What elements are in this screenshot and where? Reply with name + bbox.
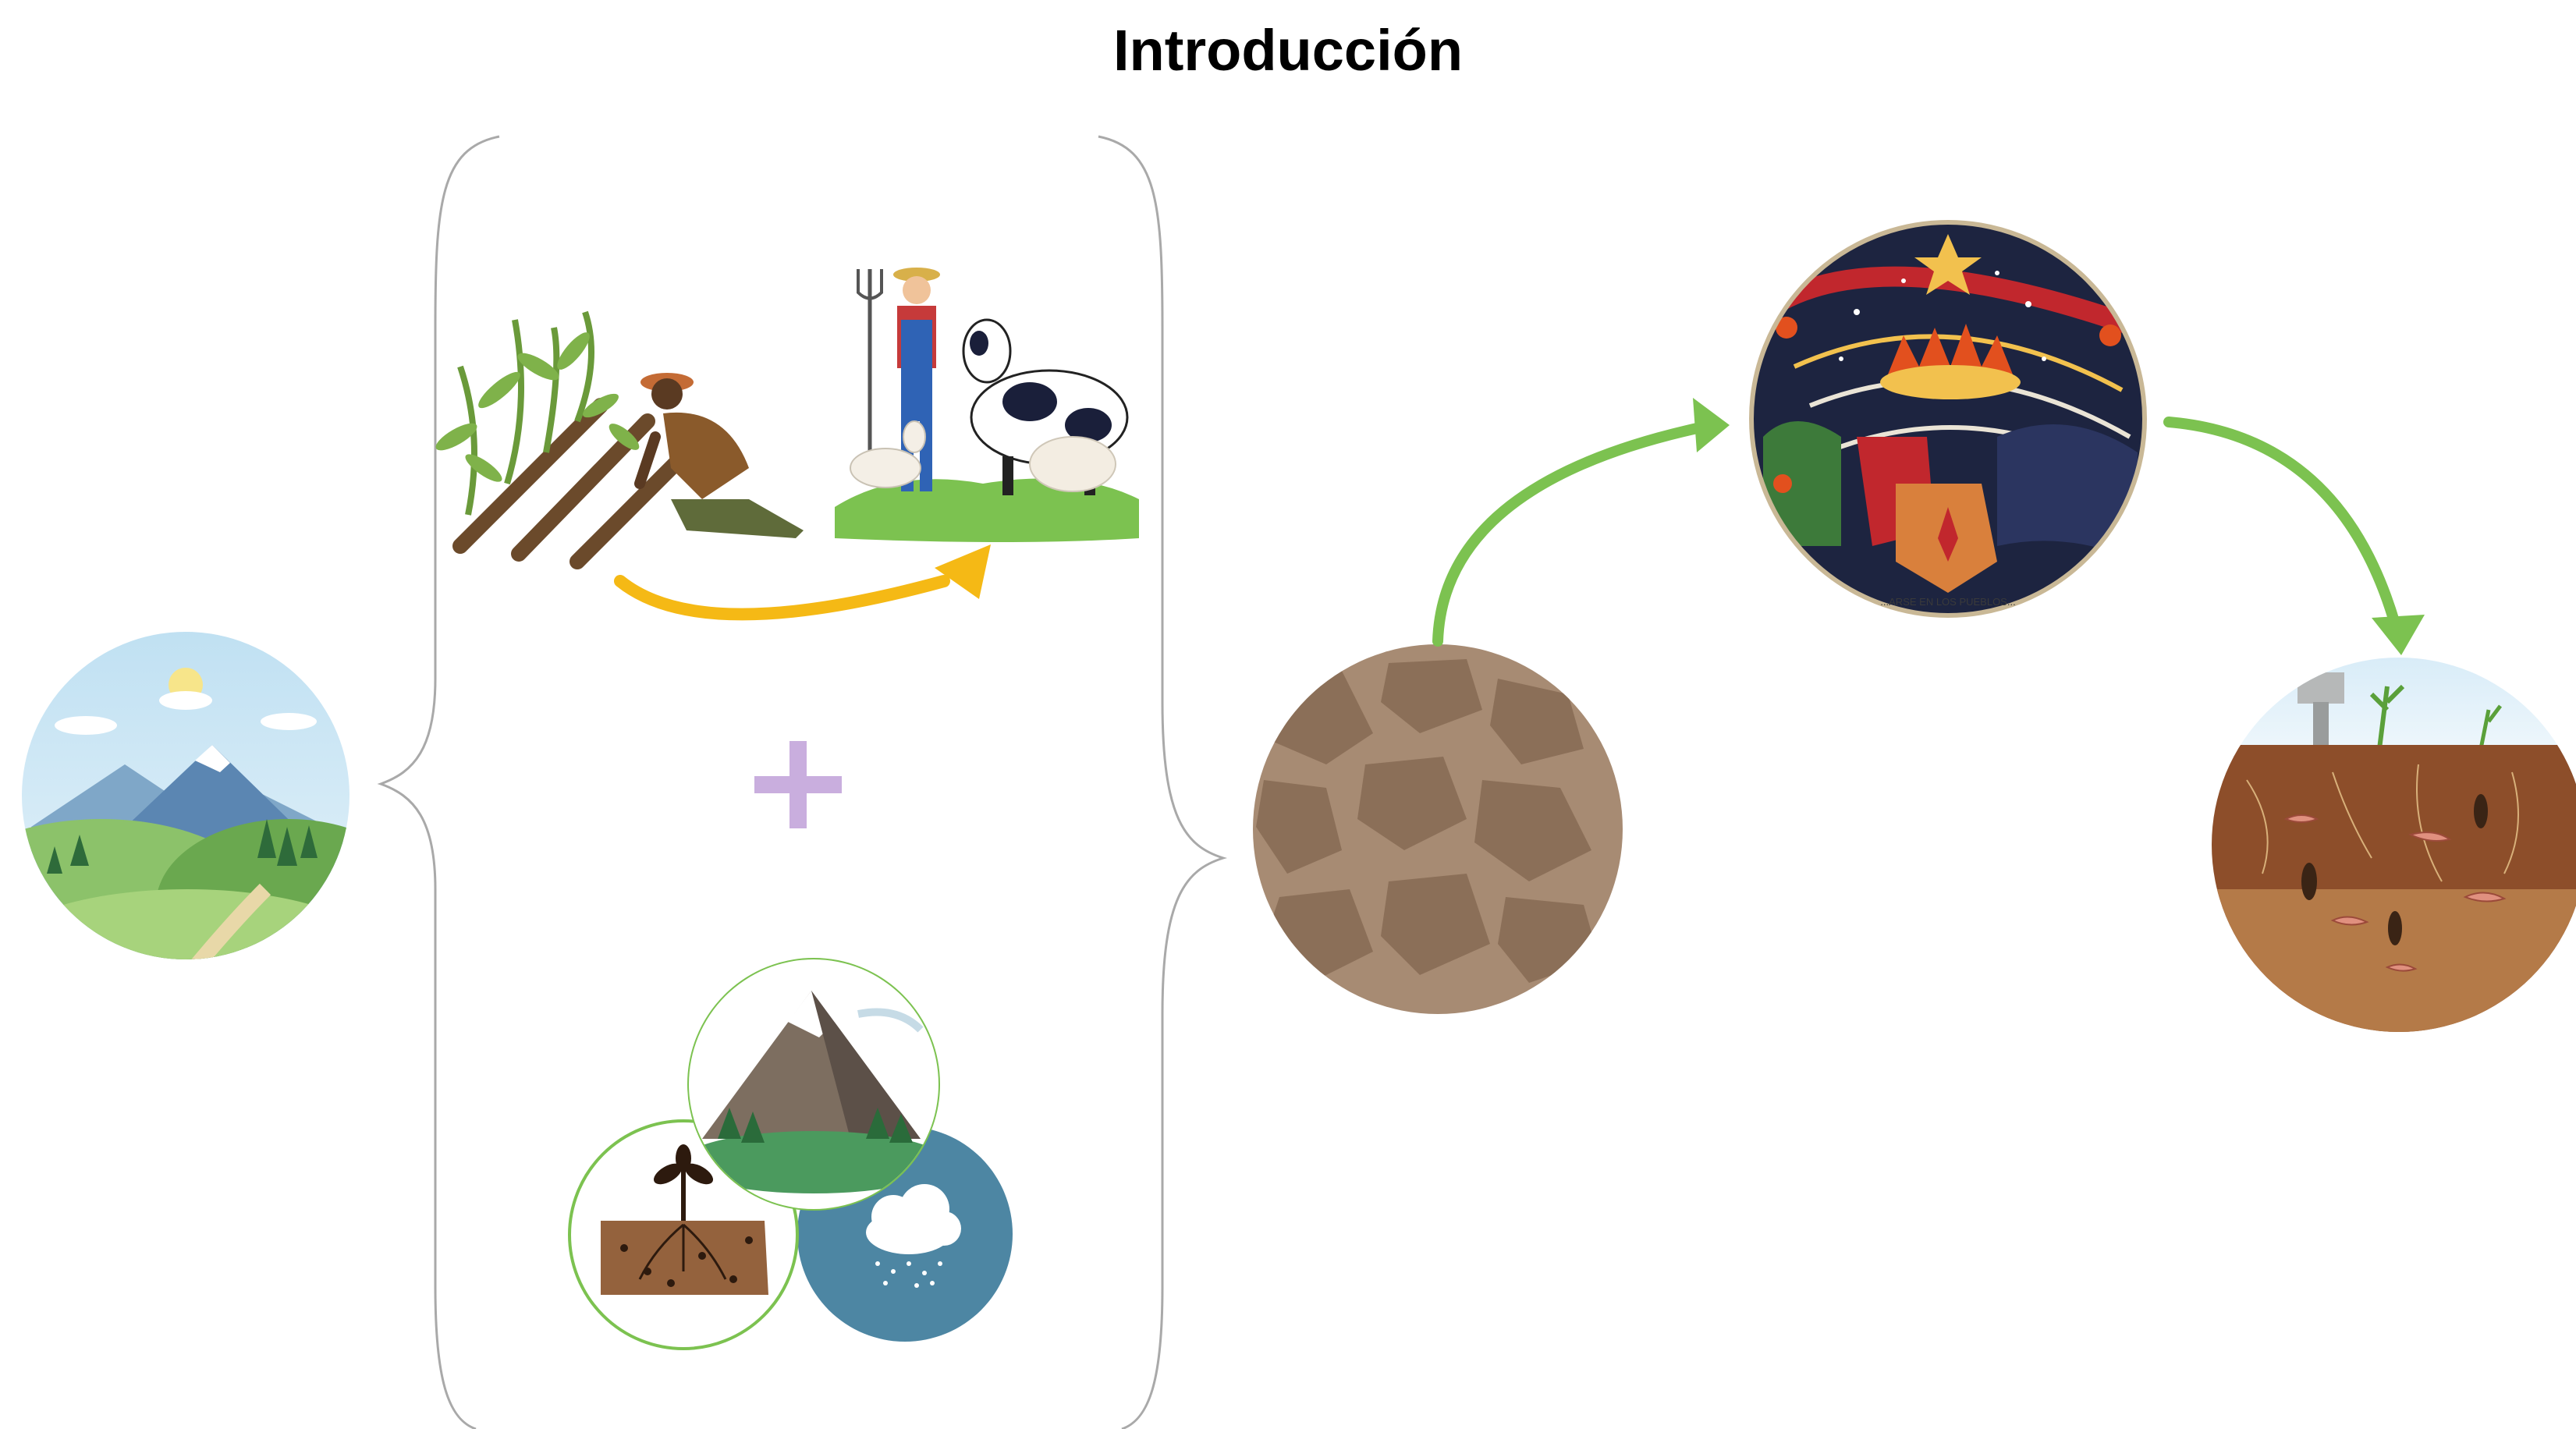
- indigenous-art-medallion-icon: ...ARSE EN LOS PUEBLOS...: [1747, 218, 2153, 624]
- yellow-flow-arrow: [620, 544, 991, 615]
- green-arrow-up: [1438, 398, 1730, 641]
- landscape-circle: [0, 624, 421, 1014]
- living-soil-icon: [2208, 655, 2576, 1045]
- left-brace: [381, 137, 499, 1429]
- mountain-landscape-icon: [0, 624, 421, 1014]
- dry-cracked-soil-icon: [1253, 644, 1623, 1014]
- medallion-caption: ...ARSE EN LOS PUEBLOS...: [1880, 596, 2015, 608]
- farmer-crops-icon: [432, 312, 804, 562]
- soil-mountain-rain-icon: [569, 959, 1027, 1349]
- plus-icon: [754, 741, 842, 828]
- kneeling-farmer: [640, 373, 804, 538]
- green-arrow-down: [2169, 422, 2425, 655]
- farmer-cows-icon: [831, 254, 1151, 542]
